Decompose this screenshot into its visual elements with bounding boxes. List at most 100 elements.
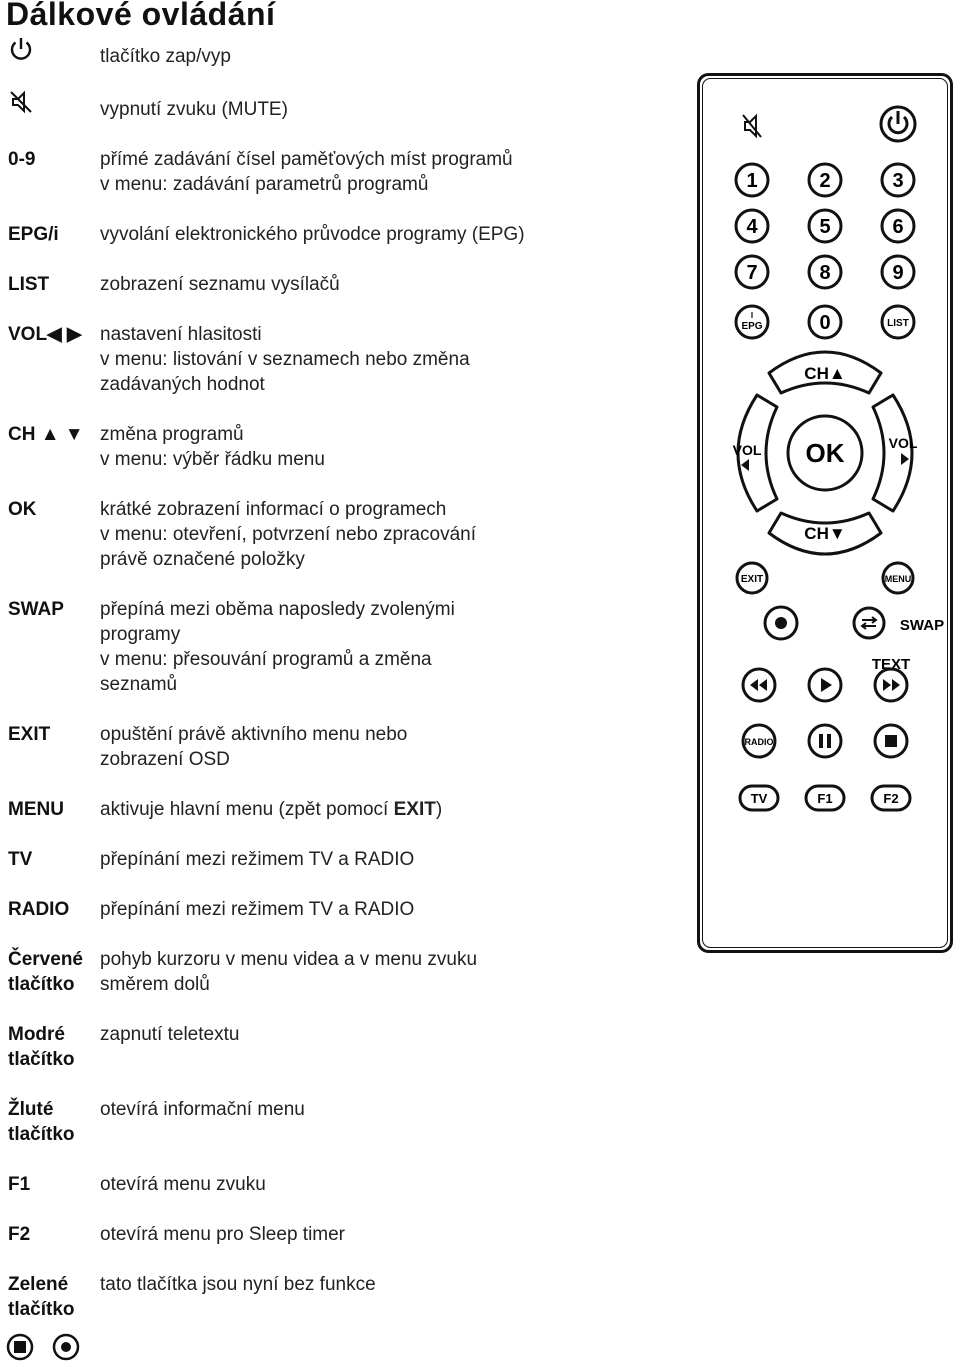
exit-keyword: EXIT — [393, 799, 436, 820]
legend-key: TV — [8, 849, 33, 870]
power-icon — [8, 36, 34, 69]
svg-text:EXIT: EXIT — [741, 574, 763, 585]
stop-button[interactable] — [873, 723, 909, 759]
remote-body-inner — [702, 78, 948, 948]
digit-button-4[interactable]: 4 — [734, 208, 770, 244]
digit-button-7[interactable]: 7 — [734, 254, 770, 290]
description-line: otevírá informační menu — [100, 1099, 305, 1120]
digit-button-6[interactable]: 6 — [880, 208, 916, 244]
legend-description: pohyb kurzoru v menu videa a v menu zvuk… — [100, 947, 477, 997]
swap-label: SWAP — [900, 617, 944, 634]
legend-key: F2 — [8, 1224, 31, 1245]
legend-description: opuštění právě aktivního menu nebo zobraz… — [100, 722, 407, 772]
svg-text:TV: TV — [751, 791, 768, 806]
power-button[interactable] — [879, 105, 917, 143]
menu-button[interactable]: MENU — [881, 561, 915, 595]
svg-text:VOL: VOL — [889, 435, 918, 451]
description-line: přepínání mezi režimem TV a RADIO — [100, 849, 415, 870]
digit-button-8[interactable]: 8 — [807, 254, 843, 290]
epg-button[interactable]: I EPG — [734, 304, 770, 340]
legend-description: otevírá informační menu — [100, 1097, 305, 1122]
rewind-button[interactable] — [741, 667, 777, 703]
list-button[interactable]: LIST — [880, 304, 916, 340]
legend-description: otevírá menu zvuku — [100, 1172, 266, 1197]
description-line: nastavení hlasitosti — [100, 324, 262, 345]
f2-button[interactable]: F2 — [870, 784, 912, 812]
digit-label: 4 — [746, 216, 758, 238]
description-line: přímé zadávání čísel paměťových míst pro… — [100, 149, 513, 170]
digit-button-9[interactable]: 9 — [880, 254, 916, 290]
description-line: přepíná mezi oběma naposledy zvolenými — [100, 599, 455, 620]
description-line: v menu: zadávání parametrů programů — [100, 174, 429, 195]
description-line: v menu: otevření, potvrzení nebo zpracov… — [100, 524, 476, 545]
svg-text:EPG: EPG — [741, 321, 762, 332]
legend-description: tlačítko zap/vyp — [100, 44, 231, 69]
legend-key: EPG/i — [8, 224, 59, 245]
description-line: v menu: přesouvání programů a změna — [100, 649, 432, 670]
legend-key: Zelené tlačítko — [8, 1272, 75, 1322]
description-line: zobrazení OSD — [100, 749, 230, 770]
svg-text:VOL: VOL — [733, 442, 762, 458]
ok-button[interactable]: OK — [786, 414, 864, 492]
description-line: vyvolání elektronického průvodce program… — [100, 224, 525, 245]
description-line: přepínání mezi režimem TV a RADIO — [100, 899, 415, 920]
description-line: změna programů — [100, 424, 244, 445]
fast-forward-button[interactable] — [873, 667, 909, 703]
mute-icon[interactable] — [742, 113, 762, 139]
f1-button[interactable]: F1 — [804, 784, 846, 812]
digit-label: 1 — [746, 170, 757, 192]
digit-button-2[interactable]: 2 — [807, 162, 843, 198]
swap-button[interactable] — [852, 606, 886, 640]
legend-description: přepínání mezi režimem TV a RADIO — [100, 847, 414, 872]
remote-control-illustration: 1 2 3 4 5 6 7 8 9 0 I EPG LIST CH▲ VOL VOL — [697, 73, 953, 953]
legend-key-part: tlačítko — [8, 1124, 75, 1145]
description-line: krátké zobrazení informací o programech — [100, 499, 447, 520]
digit-button-3[interactable]: 3 — [880, 162, 916, 198]
legend-key-part: tlačítko — [8, 974, 75, 995]
exit-button[interactable]: EXIT — [735, 561, 769, 595]
ch-down-button[interactable]: CH▼ — [767, 511, 883, 556]
svg-text:F2: F2 — [883, 791, 898, 806]
description-line: v menu: výběr řádku menu — [100, 449, 325, 470]
digit-label: 5 — [819, 216, 830, 238]
legend-key: RADIO — [8, 899, 70, 920]
description-line: právě označené položky — [100, 549, 305, 570]
description-line: tlačítko zap/vyp — [100, 46, 231, 67]
svg-text:F1: F1 — [817, 791, 832, 806]
description-line: otevírá menu pro Sleep timer — [100, 1224, 346, 1245]
description-line: aktivuje hlavní menu (zpět pomocí EXIT) — [100, 799, 443, 820]
vol-left-button[interactable]: VOL — [733, 393, 779, 513]
play-button[interactable] — [807, 667, 843, 703]
legend-description: vypnutí zvuku (MUTE) — [100, 97, 288, 122]
radio-button[interactable]: RADIO — [741, 723, 777, 759]
tv-button[interactable]: TV — [738, 784, 780, 812]
page-title: Dálkové ovládání — [6, 0, 276, 32]
legend-description: vyvolání elektronického průvodce program… — [100, 222, 525, 247]
digit-label: 7 — [746, 262, 757, 284]
vol-right-button[interactable]: VOL — [871, 393, 918, 513]
legend-key: OK — [8, 499, 37, 520]
digit-button-5[interactable]: 5 — [807, 208, 843, 244]
pause-button[interactable] — [807, 723, 843, 759]
digit-label: 2 — [819, 170, 830, 192]
bottom-icons — [6, 1332, 86, 1367]
digit-button-1[interactable]: 1 — [734, 162, 770, 198]
record-icon — [52, 1333, 80, 1361]
legend-description: zobrazení seznamu vysílačů — [100, 272, 340, 297]
ch-up-button[interactable]: CH▲ — [767, 350, 883, 395]
legend-key-part: Zelené — [8, 1274, 69, 1295]
digit-button-0[interactable]: 0 — [807, 304, 843, 340]
record-button[interactable] — [763, 605, 799, 641]
description-line: zobrazení seznamu vysílačů — [100, 274, 340, 295]
remote-svg: 1 2 3 4 5 6 7 8 9 0 I EPG LIST CH▲ VOL VOL — [697, 73, 953, 953]
legend-key-part: tlačítko — [8, 1049, 75, 1070]
digit-label: 6 — [892, 216, 903, 238]
legend-key-part: tlačítko — [8, 1299, 75, 1320]
legend-key: F1 — [8, 1174, 31, 1195]
legend-description: zapnutí teletextu — [100, 1022, 239, 1047]
description-line: opuštění právě aktivního menu nebo — [100, 724, 408, 745]
legend-description: otevírá menu pro Sleep timer — [100, 1222, 345, 1247]
